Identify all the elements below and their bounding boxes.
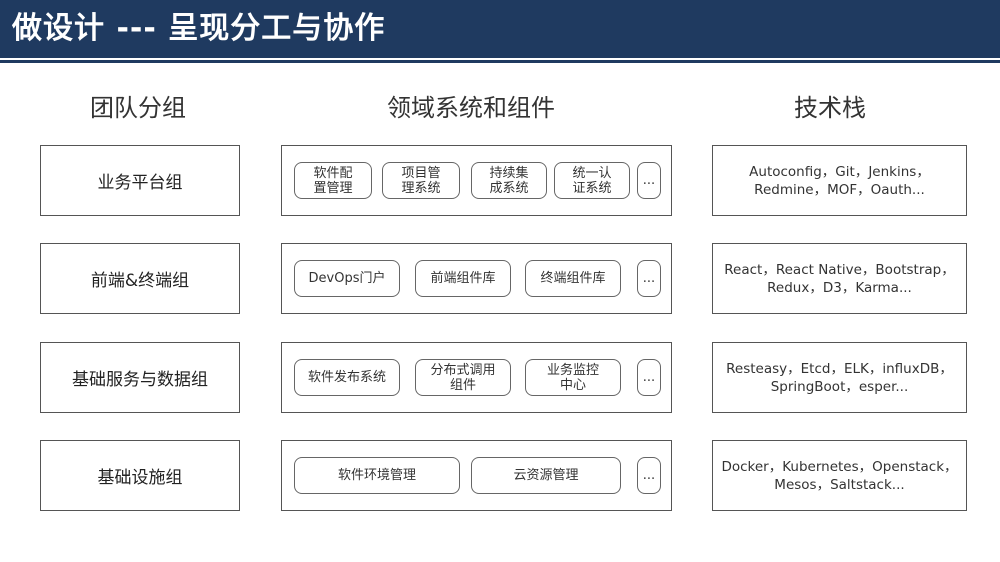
tech-stack-line: Autoconfig，Git，Jenkins， <box>749 163 930 180</box>
tech-stack-line: Docker，Kubernetes，Openstack， <box>721 458 958 475</box>
page-title: 做设计 --- 呈现分工与协作 <box>12 11 386 46</box>
tech-stack-line: React，React Native，Bootstrap， <box>724 261 955 278</box>
domain-box-frontend-terminal: DevOps门户 前端组件库 终端组件库 ... <box>281 243 672 314</box>
tech-stack-line: SpringBoot，esper... <box>770 378 909 395</box>
more-components-pill: ... <box>637 162 661 199</box>
tech-box-business-platform: Autoconfig，Git，Jenkins， Redmine，MOF，Oaut… <box>712 145 967 216</box>
tech-box-frontend-terminal: React，React Native，Bootstrap， Redux，D3，K… <box>712 243 967 314</box>
component-pill: 业务监控 中心 <box>525 359 621 396</box>
component-pill: 持续集 成系统 <box>471 162 547 199</box>
tech-stack-line: Redmine，MOF，Oauth... <box>754 181 925 198</box>
component-pill: 项目管 理系统 <box>382 162 460 199</box>
component-pill: 软件发布系统 <box>294 359 400 396</box>
tech-stack-line: Resteasy，Etcd，ELK，influxDB， <box>726 360 953 377</box>
header-bar <box>0 0 1000 58</box>
column-header-tech: 技术栈 <box>794 94 866 122</box>
team-box-frontend-terminal: 前端&终端组 <box>40 243 240 314</box>
tech-stack-line: Mesos，Saltstack... <box>774 476 905 493</box>
column-header-team: 团队分组 <box>90 94 186 122</box>
more-components-pill: ... <box>637 260 661 297</box>
team-box-base-service-data: 基础服务与数据组 <box>40 342 240 413</box>
component-pill: 云资源管理 <box>471 457 621 494</box>
domain-box-business-platform: 软件配 置管理 项目管 理系统 持续集 成系统 统一认 证系统 ... <box>281 145 672 216</box>
component-pill: 前端组件库 <box>415 260 511 297</box>
tech-box-infrastructure: Docker，Kubernetes，Openstack， Mesos，Salts… <box>712 440 967 511</box>
more-components-pill: ... <box>637 457 661 494</box>
team-box-infrastructure: 基础设施组 <box>40 440 240 511</box>
component-pill: 分布式调用 组件 <box>415 359 511 396</box>
domain-box-infrastructure: 软件环境管理 云资源管理 ... <box>281 440 672 511</box>
component-pill: DevOps门户 <box>294 260 400 297</box>
team-box-business-platform: 业务平台组 <box>40 145 240 216</box>
tech-stack-line: Redux，D3，Karma... <box>767 279 912 296</box>
tech-box-base-service-data: Resteasy，Etcd，ELK，influxDB， SpringBoot，e… <box>712 342 967 413</box>
component-pill: 软件环境管理 <box>294 457 460 494</box>
component-pill: 统一认 证系统 <box>554 162 630 199</box>
domain-box-base-service-data: 软件发布系统 分布式调用 组件 业务监控 中心 ... <box>281 342 672 413</box>
header-underline <box>0 60 1000 63</box>
component-pill: 终端组件库 <box>525 260 621 297</box>
more-components-pill: ... <box>637 359 661 396</box>
component-pill: 软件配 置管理 <box>294 162 372 199</box>
column-header-domain: 领域系统和组件 <box>387 94 555 122</box>
